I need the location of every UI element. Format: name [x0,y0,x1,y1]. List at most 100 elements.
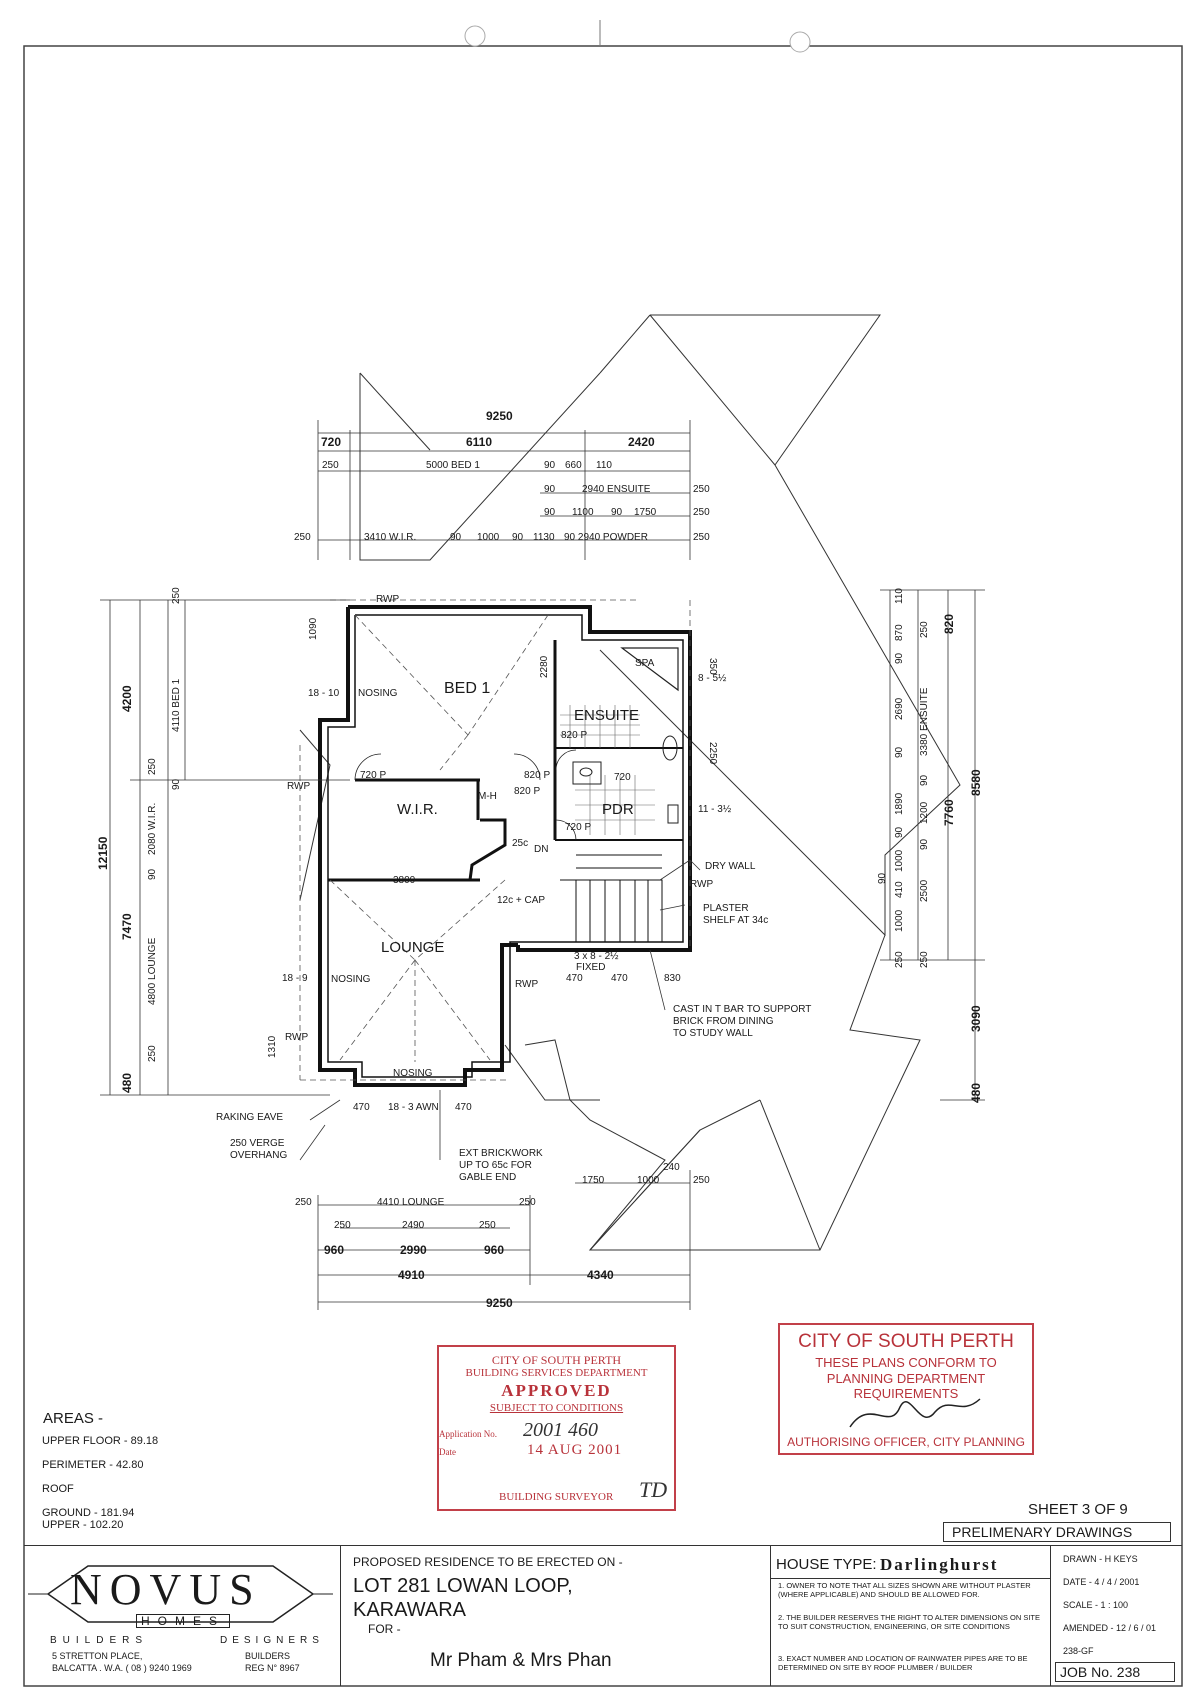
dim-label: 1000 [894,909,905,932]
areas-roof: ROOF [42,1483,74,1495]
leader-lines [299,859,701,1161]
dim-label: 90 [450,532,462,543]
window-note: 3 x 8 - 2½ [574,951,619,962]
door-size: 720 P [565,822,592,833]
plan-dim: 830 [664,973,681,984]
drawing-date: DATE - 4 / 4 / 2001 [1063,1577,1140,1587]
dim-label: 90 [919,838,930,850]
stamp-text: BUILDING SERVICES DEPARTMENT [465,1367,648,1379]
dim-label: 90 [544,507,556,518]
brickwork-note: GABLE END [459,1172,517,1183]
plan-dim: 1310 [267,1035,278,1058]
tile-grid [560,705,655,835]
dim-label: 2500 [919,879,930,902]
suburb: KARAWARA [353,1599,466,1621]
room-label-mh: M-H [478,791,497,802]
drawing-status: PRELIMENARY DRAWINGS [952,1524,1133,1540]
window-size: 18 - 9 [282,973,308,984]
stamp-date: 14 AUG 2001 [527,1442,623,1458]
dim-label: 250 [894,951,905,968]
dim-label: 90 [544,484,556,495]
client-name: Mr Pham & Mrs Phan [430,1650,612,1671]
plan-dim: 470 [611,973,628,984]
nosing-label: NOSING [358,688,398,699]
job-number: JOB No. 238 [1060,1664,1141,1680]
dim-label: 250 [693,484,710,495]
stamp-text: PLANNING DEPARTMENT REQUIREMENTS [826,1371,986,1401]
dim-label: 90 [544,460,556,471]
window-size: 18 - 10 [308,688,340,699]
dim-label: 4910 [398,1268,425,1282]
roof-outline [299,314,961,1251]
dim-label: 250 [294,532,311,543]
dim-label: 8580 [969,769,983,796]
company-logo: NOVUS HOMES [28,1556,333,1632]
dim-label: 4110 BED 1 [171,678,182,732]
dim-label: 250 [479,1220,496,1231]
dim-label: 3410 W.I.R. [364,532,417,543]
company-address: BALCATTA . W.A. ( 08 ) 9240 1969 [52,1663,192,1673]
dim-label: 110 [894,588,905,604]
dim-label: 1000 [894,849,905,872]
window-size: 11 - 3½ [698,804,732,815]
logo-text: NOVUS [70,1565,262,1614]
stamp-text: CITY OF SOUTH PERTH [798,1331,1014,1352]
drawing-scale: SCALE - 1 : 100 [1063,1600,1129,1610]
dim-label: 7760 [942,799,956,826]
builders-reg: BUILDERS [245,1651,291,1661]
dim-label: 4410 LOUNGE [377,1197,445,1208]
ceiling-lines [299,599,691,1081]
dim-label: 1100 [572,507,594,518]
drawing-status-box: PRELIMENARY DRAWINGS [943,1522,1171,1542]
plan-dim: 1090 [308,617,319,640]
dim-label: 250 [147,1045,158,1062]
dim-label: 820 [942,613,956,634]
proposed-label: PROPOSED RESIDENCE TO BE ERECTED ON - [353,1555,623,1569]
dim-label: 250 [693,1175,710,1186]
spa-outline [620,647,679,692]
areas-ground: GROUND - 181.94 [42,1507,135,1519]
plan-dim: 2280 [539,655,550,678]
rwp-label: RWP [690,879,714,890]
plan-dim: 470 [455,1102,472,1113]
window-note: FIXED [576,962,606,973]
door-size: 820 P [514,786,541,797]
approval-stamp: CITY OF SOUTH PERTH BUILDING SERVICES DE… [437,1345,676,1511]
dim-label: 480 [969,1082,983,1103]
dim-label: 90 [919,774,930,786]
note-3: 3. EXACT NUMBER AND LOCATION OF RAINWATE… [778,1654,1028,1672]
dim-label: 1000 [477,532,500,543]
sheet-number: SHEET 3 OF 9 [1028,1501,1128,1518]
dry-wall-note: DRY WALL [705,861,756,872]
verge-note: 250 VERGE [230,1138,285,1149]
nosing-label: NOSING [331,974,371,985]
brickwork-note: UP TO 65c FOR [459,1160,532,1171]
room-label-wir: W.I.R. [397,801,438,818]
room-label-ensuite: ENSUITE [574,707,640,724]
dim-label: 90 2940 POWDER [564,532,648,543]
window-size: 8 - 5½ [698,673,727,684]
dim-label: 250 [693,507,710,518]
dim-label: 960 [324,1243,345,1257]
dim-label: 250 [147,758,158,775]
nosing-label: NOSING [393,1068,433,1079]
plan-dim: 470 [566,973,583,984]
dim-label: 1750 [634,507,657,518]
for-label: FOR - [368,1622,401,1636]
riser-count: 25c [512,838,529,849]
note-1: 1. OWNER TO NOTE THAT ALL SIZES SHOWN AR… [778,1581,1031,1599]
rwp-label: RWP [515,979,539,990]
dim-label: 250 [171,587,182,604]
dim-label: 1000 [637,1175,660,1186]
dim-label: 90 [611,507,623,518]
builders-reg: REG N° 8967 [245,1663,300,1673]
logo-builders: BUILDERS [50,1635,149,1646]
dim-label: 250 [919,621,930,638]
house-type: Darlinghurst [880,1555,999,1574]
dim-label: 2990 [400,1243,427,1257]
dim-label: 720 [321,435,342,449]
t-bar-note: BRICK FROM DINING [673,1016,774,1027]
company-address: 5 STRETTON PLACE, [52,1651,143,1661]
stamp-text: CITY OF SOUTH PERTH [491,1353,622,1367]
